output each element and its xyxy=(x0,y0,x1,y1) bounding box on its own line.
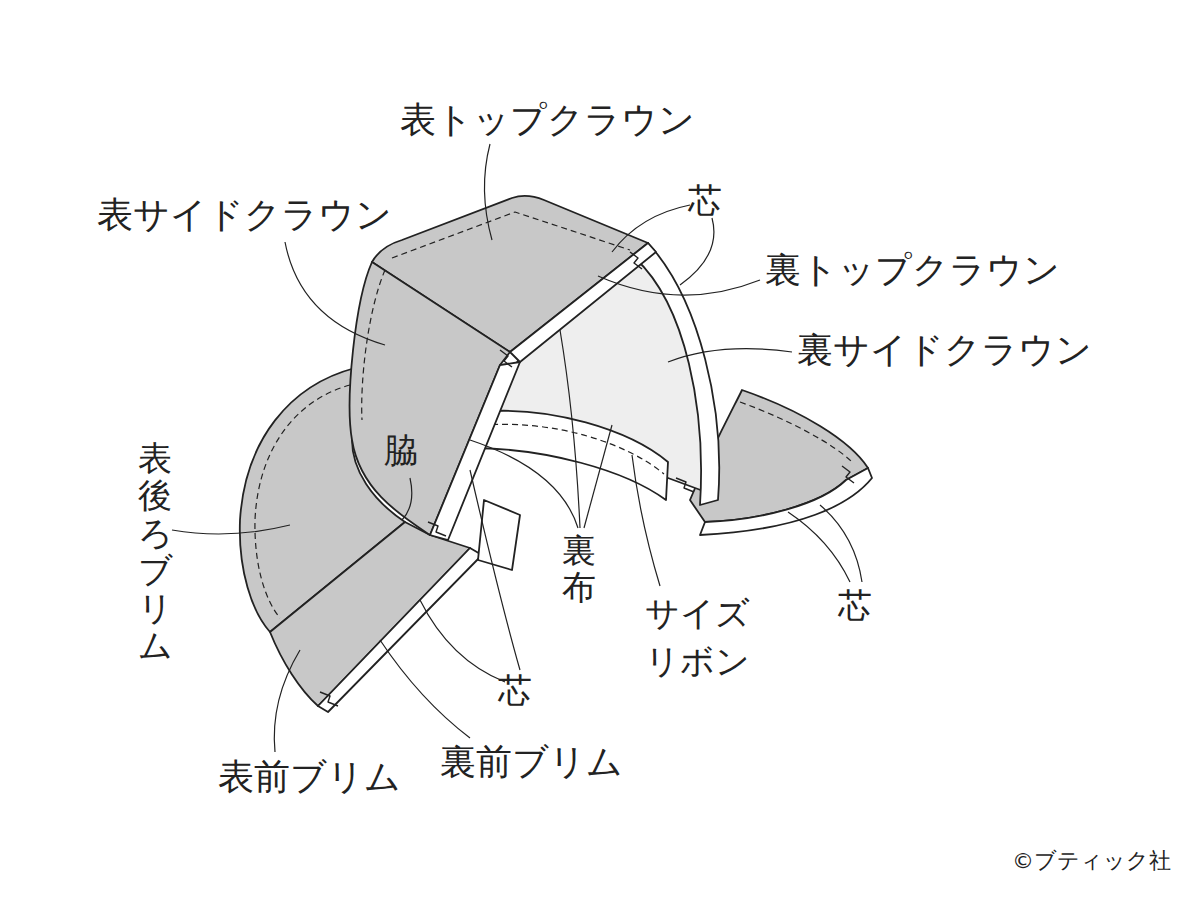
part-label: 裏布 xyxy=(562,532,596,607)
part-label: 芯 xyxy=(498,670,532,711)
part-label: 脇 xyxy=(384,430,418,471)
part-label: 芯 xyxy=(688,180,722,221)
part-label: 表後ろブリム xyxy=(138,440,172,664)
part-label: 裏前ブリム xyxy=(440,740,623,783)
part-label: 芯 xyxy=(838,585,872,626)
part-label: サイズ リボン xyxy=(645,590,765,685)
part-label: 裏トップクラウン xyxy=(765,248,1060,291)
part-label: 表前ブリム xyxy=(218,755,401,798)
part-label: 裏サイドクラウン xyxy=(797,328,1092,371)
copyright-note: ©ブティック社 xyxy=(1012,848,1171,874)
part-label: 表トップクラウン xyxy=(400,98,695,141)
part-label: 表サイドクラウン xyxy=(97,193,392,236)
